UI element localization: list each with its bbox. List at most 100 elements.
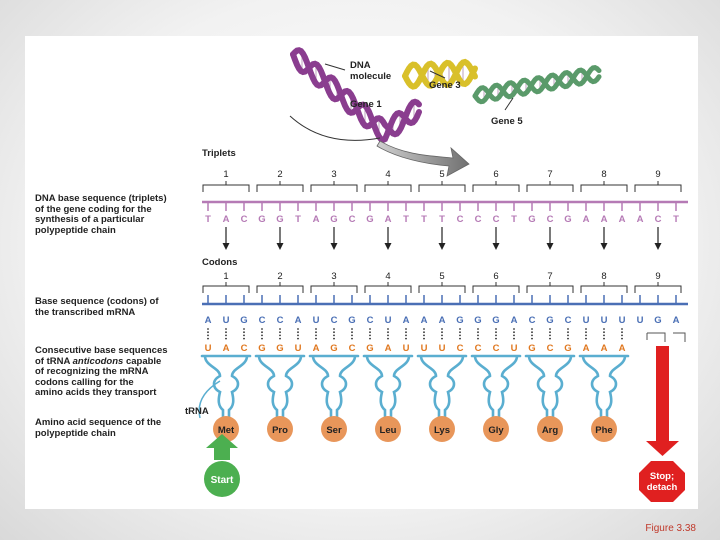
pair-dot [567,334,569,337]
pair-dot [279,328,281,330]
trna-body [254,354,306,420]
gene5-label: Gene 5 [491,116,523,127]
codon-bracket [202,282,250,293]
pair-dot [243,328,245,330]
dna-base: T [673,214,679,225]
dna-base: C [493,214,500,225]
dna-base: A [601,214,608,225]
pair-dot [333,337,335,340]
anticodon-base: G [564,343,571,354]
triplet-bracket [364,181,412,192]
mrna-base: G [492,315,499,326]
mrna-base: A [673,315,680,326]
pair-dot [495,331,497,334]
pair-dot [585,337,587,340]
trna-label: tRNA [185,406,209,417]
codon-number: 8 [601,271,606,282]
codons-heading: Codons [202,257,237,268]
dna-base: C [547,214,554,225]
gene1-bracket [289,115,381,141]
pair-dot [549,334,551,337]
dna-base: T [403,214,409,225]
dna-base: G [276,214,283,225]
pair-dot [297,331,299,334]
mrna-base: C [331,315,338,326]
anticodon-base: G [276,343,283,354]
amino-acid-circle [429,416,455,442]
trna-body [416,354,468,420]
pair-dot [441,334,443,337]
anticodon-label: Consecutive base sequences of tRNA antic… [35,345,168,398]
trna-molecules [198,354,630,420]
dna-base: C [655,214,662,225]
pair-dot [621,337,623,340]
pair-dot [405,328,407,330]
pair-dot [549,328,551,330]
pair-dot [513,334,515,337]
mrna-base: A [439,315,446,326]
pair-dot [351,334,353,337]
trna [362,354,414,420]
pair-dot [243,334,245,337]
anticodon-base: G [366,343,373,354]
triplet-number: 4 [385,169,390,180]
pair-dot [333,328,335,330]
anticodon-base: C [547,343,554,354]
mrna-base: G [240,315,247,326]
dna-base: C [349,214,356,225]
pair-dot [459,337,461,340]
codon-bracket [526,282,574,293]
down-arrow-head [546,243,554,250]
pair-dot [477,337,479,340]
codon-number: 4 [385,271,390,282]
pair-dot [333,334,335,337]
pair-dot [387,334,389,337]
pair-dot [351,328,353,330]
trna [416,354,468,420]
triplet-number: 3 [331,169,336,180]
pair-dot [549,337,551,340]
mrna-base: U [313,315,320,326]
pair-dot [351,331,353,334]
down-arrow-head [492,243,500,250]
amino-acid-label: Leu [380,425,397,436]
pair-dot [441,328,443,330]
dna-base: G [258,214,265,225]
codon-number: 7 [547,271,552,282]
dna-helix: DNA molecule Gene 1 Gene 3 Gene 5 [289,47,602,144]
codon-bracket [580,282,628,293]
trna [254,354,306,420]
dna-molecule-label-2: molecule [350,71,391,82]
pair-dot [333,331,335,334]
down-arrow-head [276,243,284,250]
dna-sequence-label: DNA base sequence (triplets) of the gene… [35,193,167,236]
dna-base: G [366,214,373,225]
pair-dot [225,331,227,334]
pair-dot [441,331,443,334]
stop-label-2: detach [647,482,678,493]
stop-label-1: Stop; [650,471,674,482]
dna-label-leader [324,63,346,71]
dna-base: A [637,214,644,225]
pair-dot [459,328,461,330]
anticodon-base: A [313,343,320,354]
stop-arrow-head [646,441,679,456]
pair-dot [405,334,407,337]
pair-dot [585,328,587,330]
triplet-number: 9 [655,169,660,180]
pair-dot [315,331,317,334]
amino-acid-label: Ser [326,425,342,436]
dna-base: A [385,214,392,225]
triplet-bracket [526,181,574,192]
amino-acid-label: Arg [542,425,559,436]
codon-number: 6 [493,271,498,282]
mrna-base: U [385,315,392,326]
pair-dot [513,337,515,340]
anticodon-base: C [241,343,248,354]
amino-acid-circle [591,416,617,442]
pair-dot [315,328,317,330]
dna-base: A [619,214,626,225]
anticodon-base: G [330,343,337,354]
codon-bracket [634,282,682,293]
